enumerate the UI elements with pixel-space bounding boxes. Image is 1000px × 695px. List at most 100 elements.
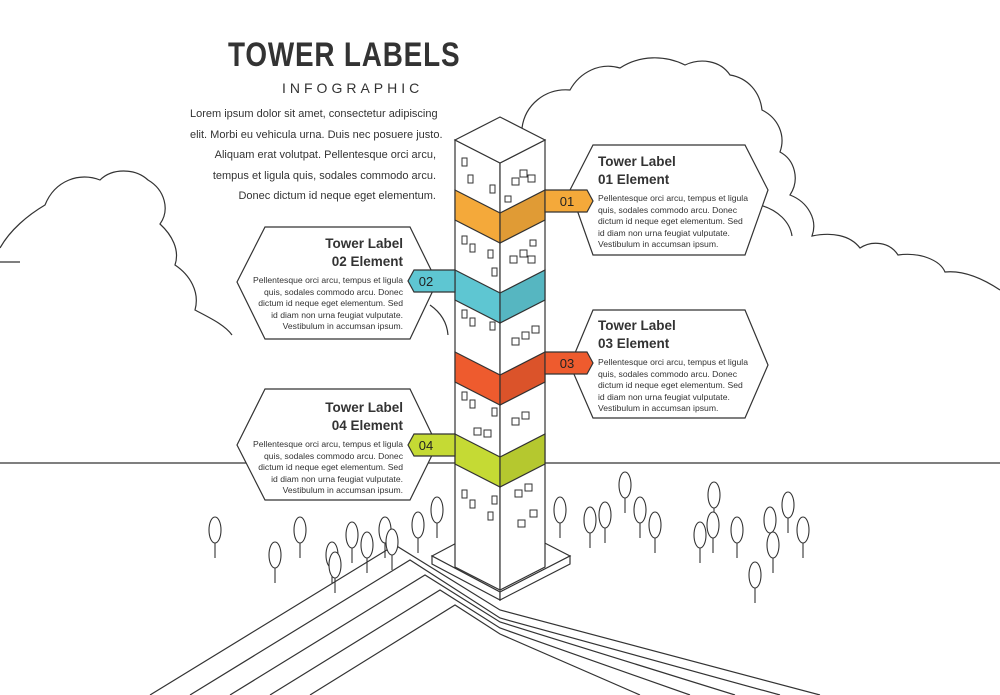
label-04-text: Tower Label 04 Element Pellentesque orci… xyxy=(238,399,403,497)
label-body-line: quis, sodales commodo arcu. Donec xyxy=(598,204,738,215)
tree-icon xyxy=(268,541,282,569)
label-body-line: id diam non urna feugiat vulputate. xyxy=(598,227,730,238)
label-body-line: Vestibulum in accumsan ipsum. xyxy=(598,403,719,413)
band-03-shade xyxy=(500,352,545,405)
tower-windows xyxy=(461,157,540,528)
cloud-right-inner xyxy=(759,204,793,237)
label-body-line: Pellentesque orci arcu, tempus et ligula xyxy=(253,275,403,285)
tag-03-shape xyxy=(544,351,594,375)
intro-line: Donec dictum id neque eget elementum. xyxy=(238,190,436,202)
tag-04-shape xyxy=(407,433,456,457)
label-03-title-line1: Tower Label xyxy=(598,318,676,333)
label-frame-03 xyxy=(569,309,769,419)
tag-04-number: 04 xyxy=(419,438,433,453)
label-body-line: dictum id neque eget elementum. Sed xyxy=(258,462,403,472)
label-01-title-line2: 01 Element xyxy=(598,172,670,187)
label-03-title-line2: 03 Element xyxy=(598,336,670,351)
label-tags: 01 02 03 04 xyxy=(407,189,594,457)
tree-icon xyxy=(328,551,342,579)
tree-icon xyxy=(618,471,632,499)
label-frames xyxy=(236,144,769,501)
intro-line: Aliquam erat volutpat. Pellentesque orci… xyxy=(214,149,436,161)
label-03-body: Pellentesque orci arcu, tempus et ligula… xyxy=(598,357,748,415)
tree-icon xyxy=(707,481,721,509)
intro-line: tempus et ligula quis, sodales commodo a… xyxy=(212,169,436,182)
label-body-line: Vestibulum in accumsan ipsum. xyxy=(282,485,403,495)
label-body-line: quis, sodales commodo arcu. Donec xyxy=(263,286,403,297)
label-03-text: Tower Label 03 Element Pellentesque orci… xyxy=(598,317,748,415)
tree-icon xyxy=(796,516,810,544)
tree-icon xyxy=(598,501,612,529)
label-body-line: Vestibulum in accumsan ipsum. xyxy=(282,321,403,331)
tree-icon xyxy=(693,521,707,549)
tree-icon xyxy=(430,496,444,524)
label-body-line: Pellentesque orci arcu, tempus et ligula xyxy=(598,193,748,203)
label-body-line: quis, sodales commodo arcu. Donec xyxy=(263,450,403,461)
label-body-line: id diam non urna feugiat vulputate. xyxy=(271,309,403,320)
tree-icon xyxy=(385,528,399,556)
label-body-line: id diam non urna feugiat vulputate. xyxy=(271,473,403,484)
tree-icon xyxy=(706,511,720,539)
intro-line: Lorem ipsum dolor sit amet, consectetur … xyxy=(190,108,438,120)
tag-02-number: 02 xyxy=(419,274,433,289)
tree-icon xyxy=(781,491,795,519)
label-body-line: dictum id neque eget elementum. Sed xyxy=(258,298,403,308)
tree-icon xyxy=(553,496,567,524)
band-01-shade xyxy=(500,190,545,243)
tag-01-number: 01 xyxy=(560,194,574,209)
tree-icon xyxy=(730,516,744,544)
tree-icon xyxy=(766,531,780,559)
label-body-line: Pellentesque orci arcu, tempus et ligula xyxy=(598,357,748,367)
tree-icon xyxy=(633,496,647,524)
band-04-right xyxy=(499,433,546,488)
label-body-line: dictum id neque eget elementum. Sed xyxy=(598,216,743,226)
label-body-line: id diam non urna feugiat vulputate. xyxy=(598,391,730,402)
label-04-body: Pellentesque orci arcu, tempus et ligula… xyxy=(238,439,403,497)
label-frame-01 xyxy=(569,144,769,256)
band-03-right xyxy=(499,351,546,406)
cloud-stem xyxy=(429,304,449,336)
label-body-line: Pellentesque orci arcu, tempus et ligula xyxy=(253,439,403,449)
tree-icon xyxy=(763,506,777,534)
label-02-body: Pellentesque orci arcu, tempus et ligula… xyxy=(238,275,403,333)
page-subtitle: INFOGRAPHIC xyxy=(282,80,424,96)
tower-top-face xyxy=(453,116,547,164)
intro-paragraph: Lorem ipsum dolor sit amet, consectetur … xyxy=(190,104,443,207)
band-01-right xyxy=(499,189,546,244)
intro-line: elit. Morbi eu vehicula urna. Duis nec p… xyxy=(190,128,443,141)
page-title: TOWER LABELS xyxy=(228,36,461,74)
label-body-line: quis, sodales commodo arcu. Donec xyxy=(598,368,738,379)
band-04-shade xyxy=(500,434,545,487)
ground-roads xyxy=(149,544,821,695)
tag-01-shape xyxy=(544,189,594,213)
tree-icon xyxy=(648,511,662,539)
label-body-line: Vestibulum in accumsan ipsum. xyxy=(598,239,719,249)
clouds xyxy=(0,57,1000,336)
label-04-title-line1: Tower Label xyxy=(325,400,403,415)
tag-03-number: 03 xyxy=(560,356,574,371)
tree-icon xyxy=(411,511,425,539)
tree-icon xyxy=(293,516,307,544)
band-02-shade xyxy=(500,270,545,323)
tree-icon xyxy=(748,561,762,589)
label-01-body: Pellentesque orci arcu, tempus et ligula… xyxy=(598,193,748,251)
tree-icon xyxy=(208,516,222,544)
label-body-line: dictum id neque eget elementum. Sed xyxy=(598,380,743,390)
label-01-title-line1: Tower Label xyxy=(598,154,676,169)
tower-color-bands xyxy=(454,189,546,488)
tree-icon xyxy=(583,506,597,534)
label-02-text: Tower Label 02 Element Pellentesque orci… xyxy=(238,235,403,333)
tree-icon xyxy=(360,531,374,559)
label-04-title-line2: 04 Element xyxy=(331,418,403,433)
cloud-left xyxy=(0,170,233,336)
tower-body xyxy=(453,116,547,591)
label-02-title-line2: 02 Element xyxy=(331,254,403,269)
label-02-title-line1: Tower Label xyxy=(325,236,403,251)
label-01-text: Tower Label 01 Element Pellentesque orci… xyxy=(598,153,748,251)
cloud-right xyxy=(521,57,1000,291)
band-02-right xyxy=(499,269,546,324)
tree-icon xyxy=(345,521,359,549)
trees xyxy=(208,471,810,603)
